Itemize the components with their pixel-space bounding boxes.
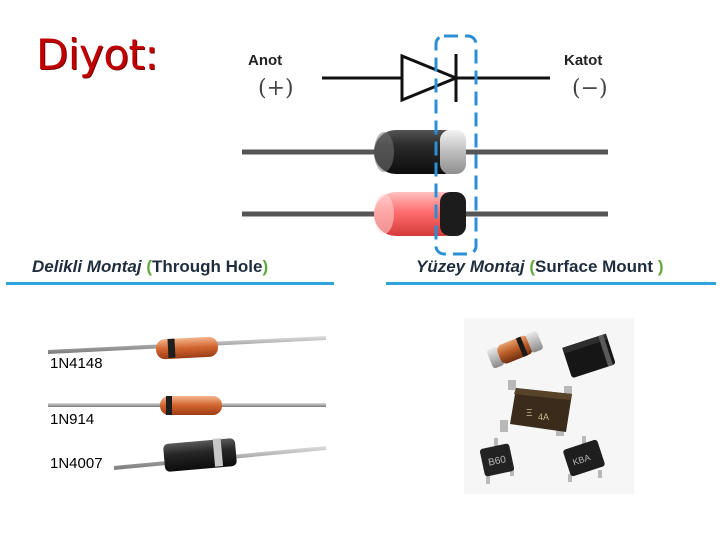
black-diode-illustration [242,130,608,174]
part-label-1n4007: 1N4007 [50,455,103,472]
through-hole-underline [6,282,334,285]
diode-diagram [242,34,608,256]
smd-bridge-rectifier: Ξ 4A [500,380,572,436]
cathode-label: Katot [564,52,603,69]
smd-melf-diode [487,331,543,369]
paren-close: ) [262,257,269,276]
bridge-marking-2: 4A [538,412,549,422]
diode-1n4007 [114,438,326,472]
diode-symbol [322,53,550,103]
sot23-marking: B60 [487,454,507,469]
smd-sot23-kba: KBA [563,436,605,482]
surface-mount-en: Surface Mount [535,257,658,276]
surface-mount-underline [386,282,716,285]
through-hole-diodes-photo: 1N4148 1N914 1N4007 [48,336,326,472]
part-label-1n4148: 1N4148 [50,355,103,372]
anode-label: Anot [248,52,283,69]
smd-sma-diode [562,333,616,378]
paren-close: ) [657,257,664,276]
part-label-1n914: 1N914 [50,411,94,428]
paren-open: ( [146,257,152,276]
bridge-marking: Ξ [526,408,533,419]
through-hole-en: Through Hole [151,257,263,276]
red-diode-illustration [242,192,608,236]
smd-sot23-b60: B60 [479,438,515,484]
cathode-marker [434,34,478,256]
surface-mount-tr: Yüzey Montaj [416,257,525,276]
diode-1n4148 [48,336,326,360]
surface-mount-caption: Yüzey Montaj (Surface Mount ) [416,257,664,277]
anode-sign: (+) [258,76,294,101]
through-hole-tr: Delikli Montaj [32,257,142,276]
through-hole-caption: Delikli Montaj (Through Hole) [32,257,268,277]
smd-diodes-photo: Ξ 4A B60 KBA [464,318,634,494]
paren-open: ( [529,257,536,276]
diode-1n914 [48,396,326,415]
cathode-sign: (−) [572,76,608,101]
slide-title: Diyot: [36,30,159,79]
